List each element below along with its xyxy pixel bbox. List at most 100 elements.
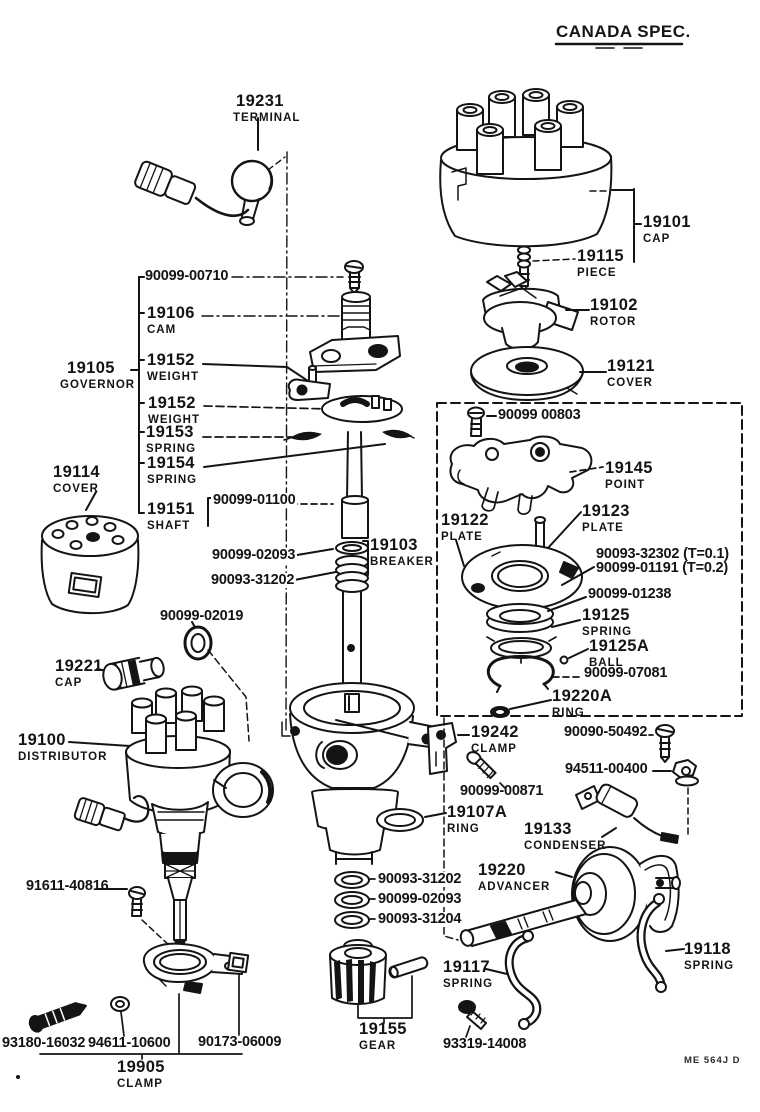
- part-number: 19103: [370, 536, 418, 554]
- part-number: 90093-31202: [378, 871, 462, 887]
- part-number: 19107A: [447, 803, 508, 821]
- part-number: 19145: [605, 459, 653, 477]
- part-number: 19133: [524, 820, 572, 838]
- part-label: 90093-32302 (T=0.1): [596, 547, 729, 562]
- part-number: 19101: [643, 213, 691, 231]
- part-name: BREAKER: [370, 555, 434, 568]
- part-number: 19905: [117, 1058, 165, 1076]
- spec-heading: CANADA SPEC.: [556, 22, 691, 41]
- part-number: 90093-32302 (T=0.1): [596, 546, 729, 562]
- part-label: 90093-31202: [209, 572, 297, 588]
- part-number: 19152: [147, 351, 195, 369]
- part-name: PIECE: [577, 266, 617, 279]
- part-label: 90099-00710: [145, 269, 228, 284]
- part-label: 93180-16032: [2, 1036, 85, 1051]
- part-label: 90093-31202: [376, 871, 464, 887]
- part-name: CAP: [55, 676, 83, 689]
- part-name: GOVERNOR: [60, 378, 136, 391]
- part-name: SPRING: [443, 977, 494, 990]
- part-number: 90099-00710: [145, 268, 229, 284]
- part-number: 19151: [147, 500, 195, 518]
- part-number: 19220A: [552, 687, 613, 705]
- part-number: 90099-01100: [213, 492, 296, 508]
- part-label: 90099-02093: [376, 892, 464, 907]
- part-number: 94611-10600: [88, 1035, 171, 1051]
- part-number: 93180-16032: [2, 1035, 86, 1051]
- part-number: 94511-00400: [565, 761, 648, 777]
- part-number: 90093-31202: [211, 572, 295, 588]
- part-number: 19153: [146, 423, 194, 441]
- part-label: 90099-02093: [210, 548, 298, 563]
- part-label: 91611-40816: [26, 878, 109, 894]
- part-number: 93319-14008: [443, 1036, 527, 1052]
- part-name: PLATE: [441, 530, 483, 543]
- part-label: 94511-00400: [565, 761, 648, 777]
- part-name: RING: [552, 706, 585, 719]
- part-number: 19152: [148, 394, 196, 412]
- part-name: POINT: [605, 478, 646, 491]
- part-name: SHAFT: [147, 519, 191, 532]
- part-name: CONDENSER: [524, 839, 607, 852]
- part-label: 90099-01191 (T=0.2): [596, 561, 728, 576]
- part-name: CLAMP: [471, 742, 517, 755]
- part-number: 19221: [55, 657, 103, 675]
- part-label: 90099-01100: [211, 492, 298, 508]
- part-name: DISTRIBUTOR: [18, 750, 108, 763]
- part-number: 90099-02019: [160, 608, 244, 624]
- part-label: 90099-01238: [588, 587, 671, 602]
- part-label: 94611-10600: [88, 1035, 171, 1051]
- part-name: PLATE: [582, 521, 624, 534]
- part-number: 19118: [684, 940, 731, 958]
- part-name: SPRING: [684, 959, 735, 972]
- part-number: 19115: [577, 247, 624, 265]
- part-name: ROTOR: [590, 315, 637, 328]
- part-name: COVER: [53, 482, 99, 495]
- part-label: 90173-06009: [198, 1035, 281, 1050]
- part-label: 90099-00871: [460, 784, 543, 799]
- part-number: 90099-01191 (T=0.2): [596, 560, 729, 576]
- doc-code: ME 564J D: [684, 1055, 741, 1066]
- part-number: 91611-40816: [26, 878, 109, 894]
- part-name: TERMINAL: [233, 111, 301, 124]
- part-number: 19125A: [589, 637, 650, 655]
- part-name: COVER: [607, 376, 653, 389]
- part-number: 19154: [147, 454, 195, 472]
- part-name: RING: [447, 822, 480, 835]
- part-number: 90173-06009: [198, 1034, 282, 1050]
- part-name: GEAR: [359, 1039, 397, 1052]
- part-name: SPRING: [582, 625, 633, 638]
- part-number: 90099-01238: [588, 586, 672, 602]
- part-label: 90099-07081: [584, 666, 667, 681]
- part-label: 90090-50492: [564, 725, 647, 740]
- part-number: 19114: [53, 463, 100, 481]
- part-name: WEIGHT: [147, 370, 199, 383]
- part-number: 19121: [607, 357, 655, 375]
- part-number: 90093-31204: [378, 911, 462, 927]
- part-number: 90099 00803: [498, 407, 581, 423]
